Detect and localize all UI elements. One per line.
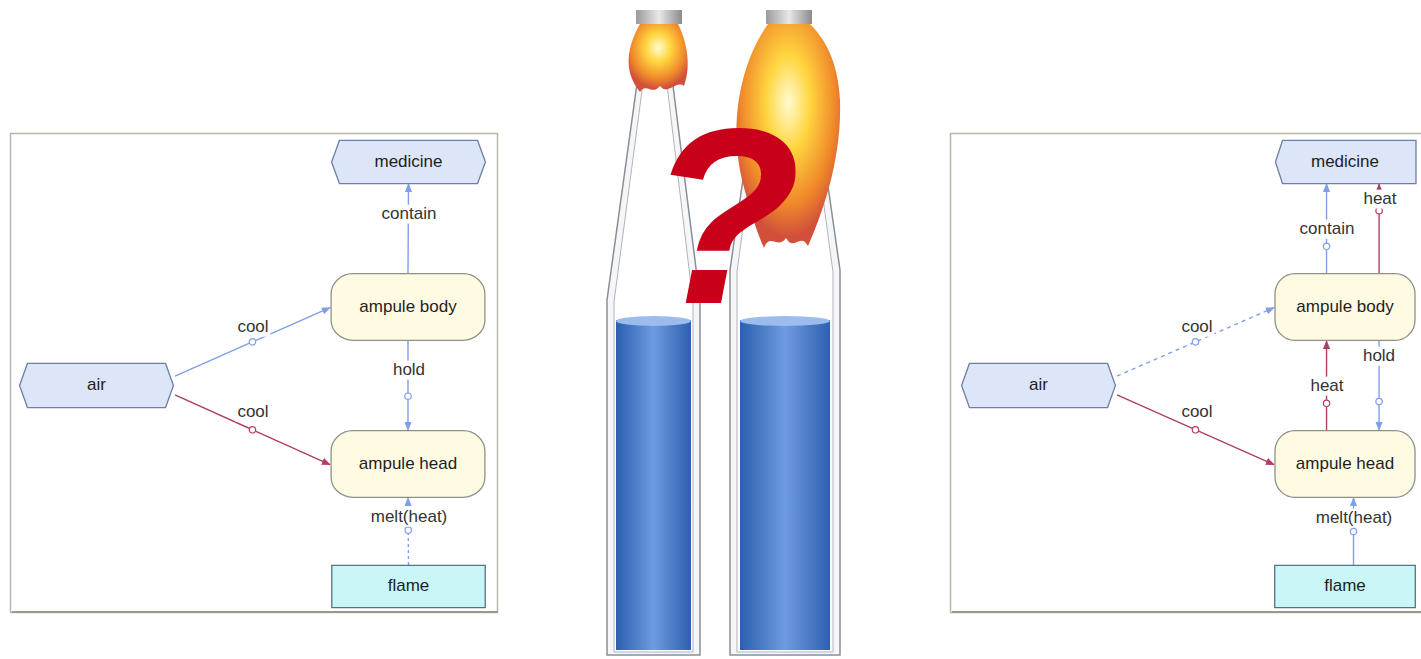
component-box: ampule body (330, 273, 486, 341)
edge-label: contain (1298, 220, 1357, 239)
question-mark: ? (648, 92, 801, 342)
node-text: flame (1318, 574, 1372, 598)
edge-label: melt(heat) (369, 508, 450, 527)
panel-frame (951, 134, 1421, 613)
environment-hexagon: air (960, 363, 1117, 408)
node-text: medicine (368, 150, 448, 174)
panel-frame (11, 134, 498, 613)
node-text: air (81, 373, 112, 397)
edge-label: heat (1308, 377, 1345, 396)
environment-hexagon: air (18, 363, 175, 408)
relation-arrow (1117, 395, 1274, 465)
relation-arrow (1117, 308, 1274, 376)
component-box: ampule body (1274, 273, 1416, 341)
component-box: ampule head (330, 430, 486, 498)
node-text: ampule head (353, 452, 463, 476)
node-text: ampule body (1290, 295, 1399, 319)
edge-label: heat (1361, 190, 1398, 209)
edge-label: cool (1179, 403, 1214, 422)
edge-label: contain (380, 205, 439, 224)
environment-hexagon: medicine (330, 140, 487, 184)
edge-label: cool (1179, 318, 1214, 337)
edge-label: melt(heat) (1314, 509, 1395, 528)
relation-arrow (405, 184, 411, 273)
node-text: medicine (1305, 150, 1385, 174)
tool-box: flame (1274, 565, 1416, 608)
node-text: flame (382, 574, 436, 598)
node-text: ampule head (1290, 452, 1400, 476)
node-text: ampule body (353, 295, 462, 319)
component-box: ampule head (1274, 430, 1416, 498)
relation-arrow (175, 308, 330, 376)
edge-label: cool (235, 318, 270, 337)
edge-label: hold (1361, 347, 1397, 366)
relation-arrow (175, 395, 330, 465)
edge-label: hold (391, 361, 427, 380)
node-text: air (1023, 373, 1054, 397)
environment-hexagon: medicine (1274, 140, 1416, 184)
edge-label: cool (235, 403, 270, 422)
relation-arrow (405, 341, 411, 430)
tool-box: flame (331, 565, 486, 608)
